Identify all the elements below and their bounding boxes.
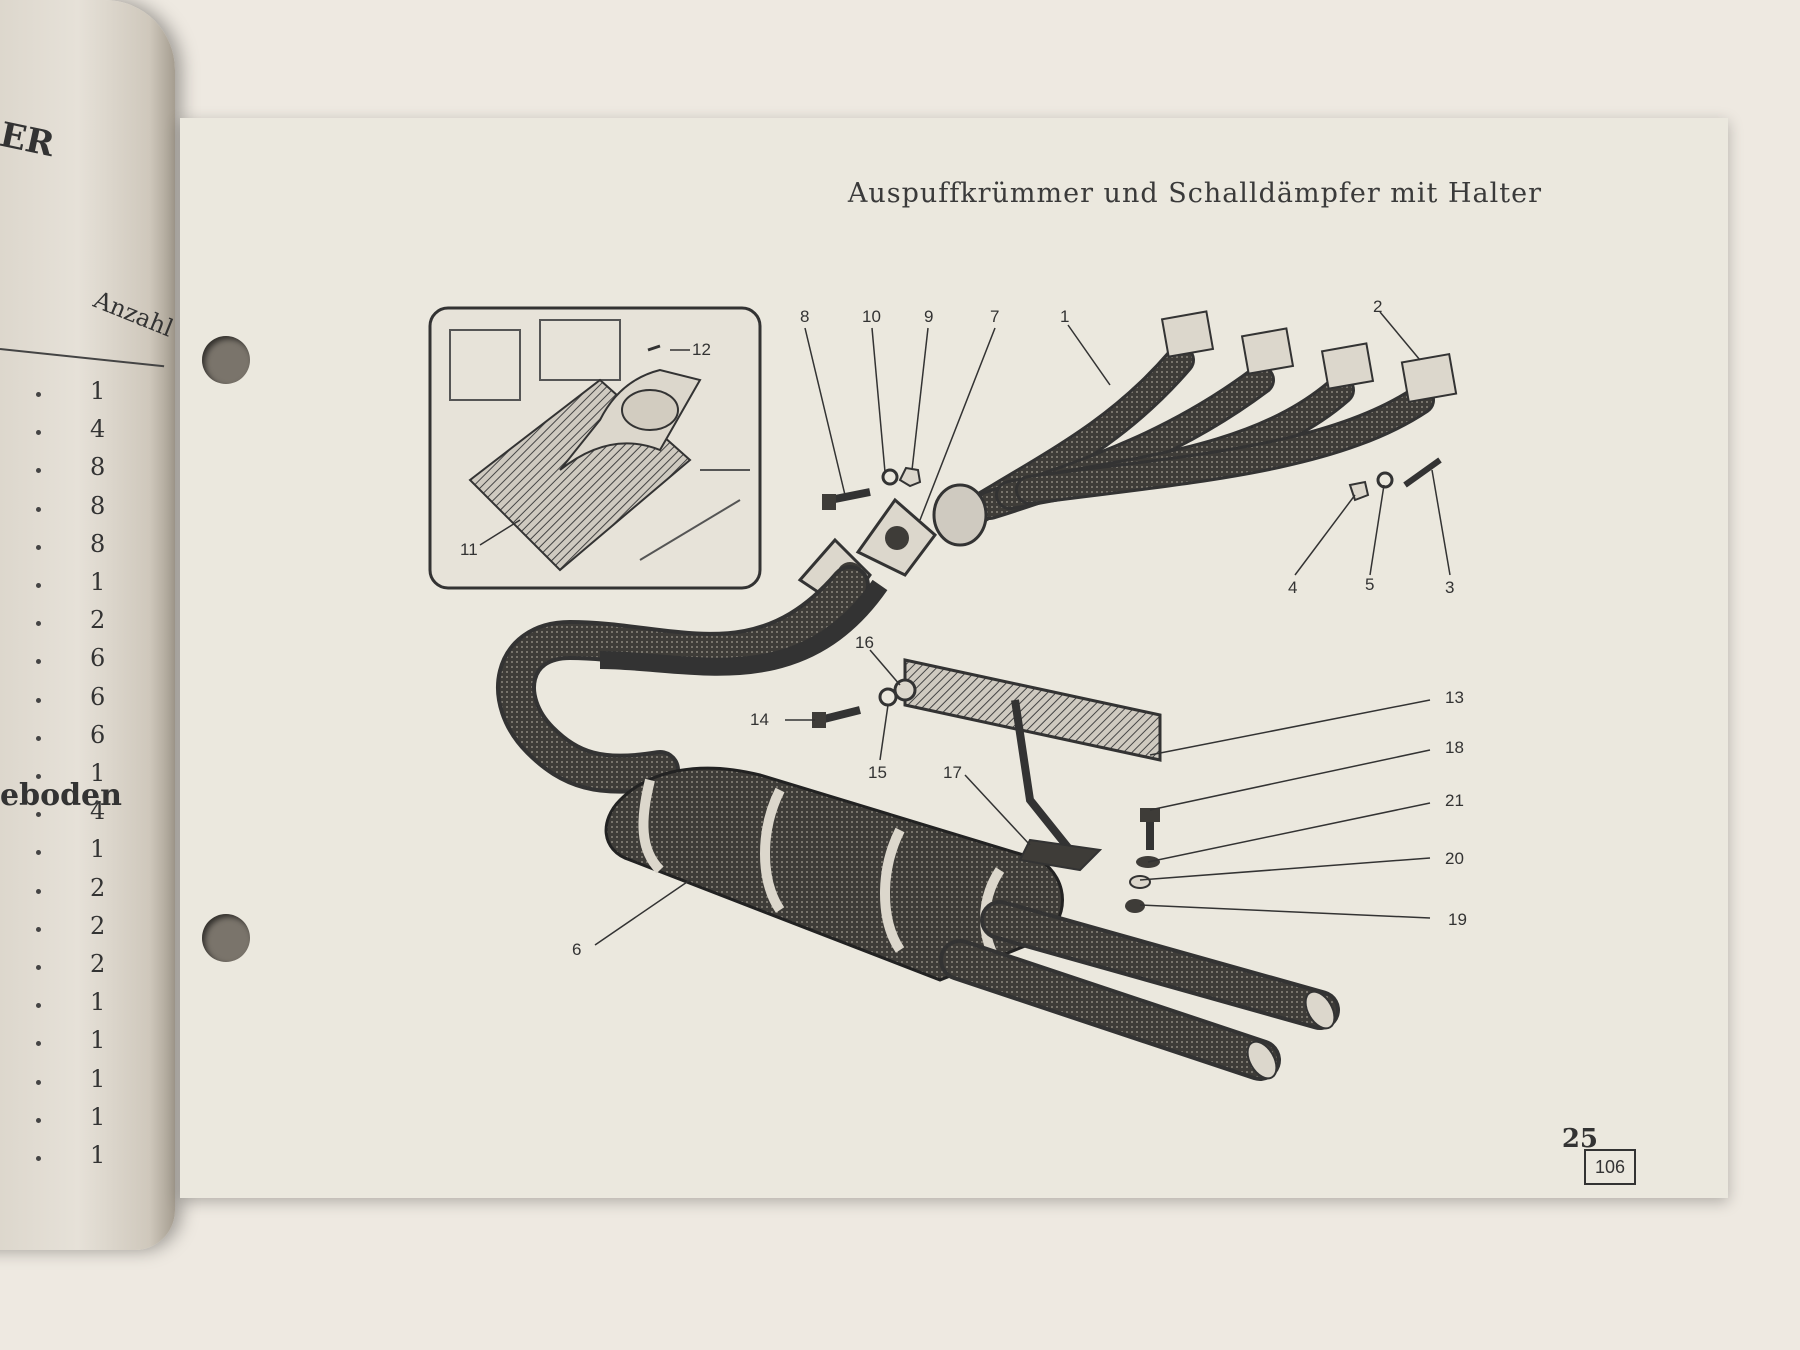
quantity-value: 8 — [90, 453, 106, 482]
part-label: 15 — [868, 763, 887, 782]
leader-dot — [36, 965, 41, 970]
quantity-value: 1 — [90, 835, 106, 864]
part-label: 6 — [572, 940, 581, 959]
inset-detail — [428, 306, 762, 590]
quantity-value: 1 — [90, 1026, 106, 1055]
part-label: 9 — [924, 307, 933, 326]
quantity-value: 2 — [90, 911, 106, 940]
quantity-value: 1 — [90, 377, 106, 405]
part-label: 1 — [1060, 307, 1069, 326]
leader-dot — [36, 850, 41, 856]
part-label: 19 — [1448, 910, 1467, 929]
part-label: 8 — [800, 307, 809, 326]
leader-dot — [36, 1041, 41, 1047]
quantity-value: 2 — [90, 606, 106, 635]
part-label: 7 — [990, 307, 999, 326]
quantity-value: 2 — [90, 950, 106, 978]
leader-dot — [36, 430, 41, 436]
part-label: 11 — [460, 540, 478, 559]
exhaust-manifold — [932, 310, 1458, 547]
quantity-value: 1 — [90, 988, 106, 1017]
part-label: 4 — [1288, 578, 1297, 597]
catalog-page: Auspuffkrümmer und Schalldämpfer mit Hal… — [180, 118, 1728, 1198]
part-label: 2 — [1373, 297, 1382, 316]
quantity-value: 1 — [90, 568, 106, 596]
quantity-value: 6 — [90, 720, 106, 749]
leader-dot — [36, 1079, 41, 1085]
part-label: 18 — [1445, 738, 1464, 757]
quantity-value: 8 — [90, 529, 106, 558]
quantity-value: 6 — [90, 682, 106, 711]
leader-dot — [36, 506, 41, 512]
part-labels: 1 2 3 4 5 6 7 8 9 10 11 12 13 14 15 16 1… — [460, 297, 1467, 959]
leader-dot — [36, 1003, 41, 1009]
quantity-value: 4 — [90, 797, 106, 826]
part-label: 20 — [1445, 849, 1464, 868]
leader-dot — [36, 735, 41, 741]
part-label: 12 — [692, 340, 711, 359]
page-title: Auspuffkrümmer und Schalldämpfer mit Hal… — [847, 178, 1542, 209]
part-label: 3 — [1445, 578, 1454, 597]
part-label: 17 — [943, 763, 962, 782]
figure-number: 106 — [1584, 1149, 1636, 1185]
leader-dot — [36, 659, 41, 665]
leader-lines — [479, 311, 1451, 946]
leader-dot — [36, 621, 41, 627]
left-row-label: eboden — [0, 778, 122, 813]
quantity-value: 8 — [90, 491, 106, 520]
quantity-value: 1 — [90, 759, 106, 787]
quantity-value: 1 — [90, 1102, 106, 1131]
muffler — [604, 766, 1340, 1081]
part-label: 14 — [750, 710, 769, 729]
binder-hole — [202, 914, 250, 962]
leader-dot — [36, 1156, 41, 1161]
quantity-value: 1 — [90, 1064, 106, 1093]
leader-dot — [36, 812, 41, 818]
leader-dot — [36, 926, 41, 932]
quantity-value: 1 — [90, 1141, 106, 1169]
leader-dot — [36, 888, 41, 894]
quantity-value: 2 — [90, 873, 106, 902]
leader-dot — [36, 1117, 41, 1123]
part-label: 21 — [1445, 791, 1464, 810]
part-label: 10 — [862, 307, 881, 326]
quantity-value: 6 — [90, 644, 106, 673]
leader-dot — [36, 583, 41, 588]
binder-hole — [202, 336, 250, 384]
part-label: 13 — [1445, 688, 1464, 707]
leader-dot — [36, 392, 41, 397]
quantity-value: 4 — [90, 415, 106, 444]
leader-dot — [36, 544, 41, 550]
part-label: 5 — [1365, 575, 1374, 594]
leader-dot — [36, 774, 41, 779]
leader-dot — [36, 468, 41, 474]
leader-dot — [36, 697, 41, 703]
part-label: 16 — [855, 633, 874, 652]
front-pipe — [496, 565, 888, 794]
